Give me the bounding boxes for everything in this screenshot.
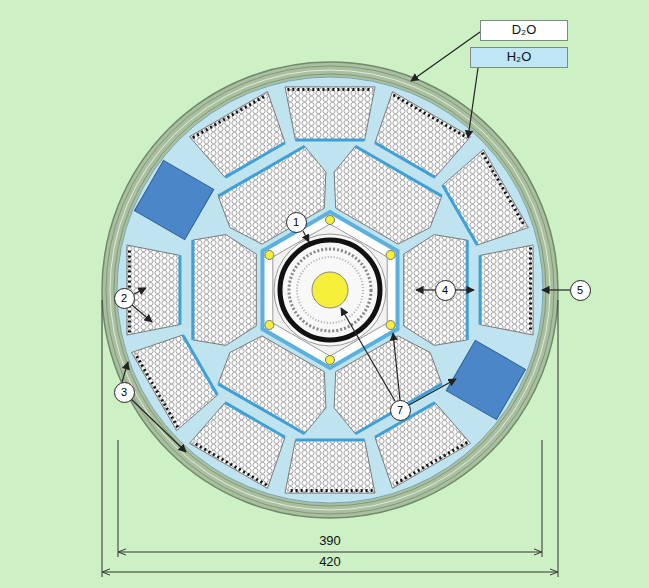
leader-lines xyxy=(122,32,570,452)
fuel-assembly xyxy=(480,245,533,335)
dimension-label: 420 xyxy=(319,555,341,569)
central-hexagon xyxy=(263,212,398,368)
blue-block xyxy=(446,340,525,419)
box-text: D₂O xyxy=(512,23,537,37)
central-hexagon-inner xyxy=(273,224,387,356)
fuel-assembly xyxy=(127,245,180,335)
water-gap xyxy=(443,185,478,245)
coil-ring xyxy=(289,249,371,331)
coil-ring xyxy=(297,257,363,323)
water-gap xyxy=(479,255,482,324)
tank-rings xyxy=(102,62,558,518)
callout-text: 7 xyxy=(397,404,403,416)
absorber-dots xyxy=(193,442,267,485)
fuel-assembly xyxy=(443,150,529,246)
callout-text: 2 xyxy=(121,292,127,304)
fuel-assembly xyxy=(285,87,375,140)
water-gap xyxy=(191,240,194,340)
fuel-assembly xyxy=(285,440,375,493)
yellow-dot xyxy=(326,356,335,365)
yellow-core xyxy=(312,272,348,308)
yellow-dot xyxy=(326,216,335,225)
callout-number: 4 xyxy=(435,280,456,301)
black-ring xyxy=(280,240,380,340)
callout-number: 5 xyxy=(570,280,591,301)
callout-number: 1 xyxy=(286,212,307,233)
blue-block xyxy=(134,160,213,239)
absorber-dots xyxy=(193,95,267,138)
water-gap xyxy=(178,255,181,324)
absorber-dots xyxy=(135,353,178,427)
channel-wall xyxy=(274,234,386,346)
dimension-label: 390 xyxy=(319,534,341,548)
yellow-dot xyxy=(265,321,274,330)
absorber-dots xyxy=(482,153,525,227)
water-gap xyxy=(218,384,304,434)
callout-text: 3 xyxy=(121,386,127,398)
box-text: H₂O xyxy=(507,50,532,64)
fuel-assembly xyxy=(193,235,256,346)
absorber-dots xyxy=(287,88,372,91)
absorber-dots xyxy=(529,247,532,332)
water-gap xyxy=(183,335,218,395)
callout-text: 1 xyxy=(293,216,299,228)
callout-number: 2 xyxy=(114,288,135,309)
water-gap xyxy=(218,146,304,196)
yellow-dot xyxy=(386,251,395,260)
yellow-dot xyxy=(265,251,274,260)
fluid-box: D₂O xyxy=(480,20,568,41)
absorber-dots xyxy=(393,95,467,138)
callout-number: 3 xyxy=(114,382,135,403)
yellow-dot xyxy=(386,321,395,330)
water-gap xyxy=(295,439,364,442)
dimension-lines xyxy=(102,300,558,577)
callout-number: 7 xyxy=(390,400,411,421)
callout-text: 4 xyxy=(442,284,448,296)
fluid-box: H₂O xyxy=(470,47,568,68)
absorber-dots xyxy=(287,489,372,492)
water-gap xyxy=(295,138,364,141)
callout-text: 5 xyxy=(577,284,583,296)
fuel-assembly xyxy=(132,335,218,431)
fuel-assemblies xyxy=(127,87,533,493)
water-gap xyxy=(355,146,441,196)
absorber-dots xyxy=(393,442,467,485)
